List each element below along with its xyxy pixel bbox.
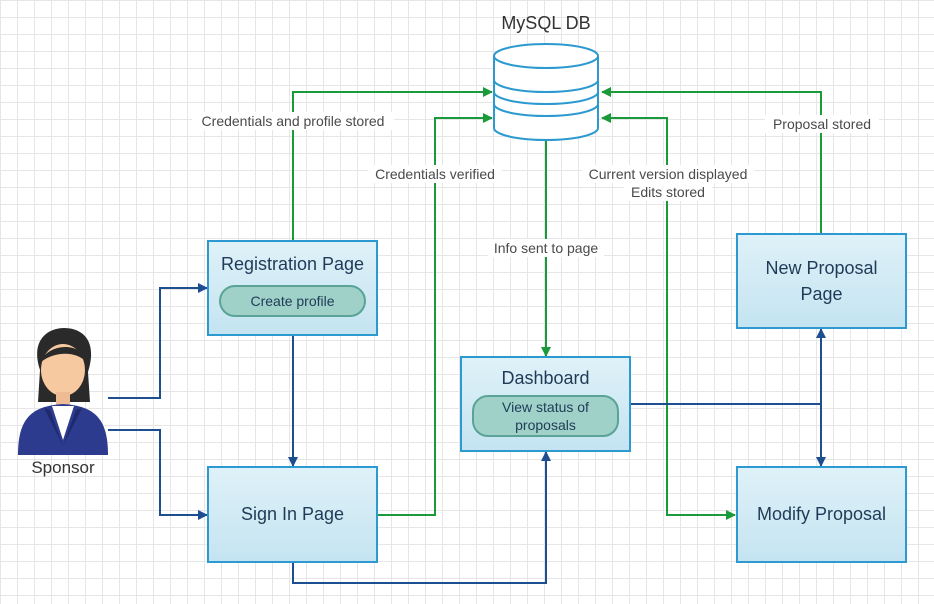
edge-label-current-version: Current version displayed <box>582 165 754 183</box>
edge-label-info-sent: Info sent to page <box>488 239 604 257</box>
new-proposal-page-title: New Proposal Page <box>765 258 878 304</box>
edge-signin-to-dashboard <box>292 451 551 584</box>
edge-sponsor-to-registration <box>108 283 208 399</box>
create-profile-button[interactable]: Create profile <box>219 285 366 317</box>
modify-proposal-box[interactable]: Modify Proposal <box>736 466 907 563</box>
sponsor-label: Sponsor <box>31 458 95 477</box>
edge-registration-to-db <box>292 87 493 240</box>
edge-label-credentials-profile: Credentials and profile stored <box>192 112 394 130</box>
edge-label-edits-stored: Edits stored <box>624 183 712 201</box>
edge-newproposal-to-db <box>601 87 822 233</box>
dashboard-title: Dashboard <box>501 368 590 388</box>
edge-sponsor-to-signin <box>108 429 208 520</box>
db-label: MySQL DB <box>501 13 591 33</box>
sign-in-page-box[interactable]: Sign In Page <box>207 466 378 563</box>
sponsor-avatar-icon <box>18 328 108 455</box>
new-proposal-page-box[interactable]: New Proposal Page <box>736 233 907 329</box>
registration-page-box[interactable]: Registration Page Create profile <box>207 240 378 336</box>
registration-page-title: Registration Page <box>220 254 365 274</box>
modify-proposal-title: Modify Proposal <box>756 504 887 524</box>
edge-label-proposal-stored: Proposal stored <box>765 115 879 133</box>
edge-label-credentials-verified: Credentials verified <box>368 165 502 183</box>
database-icon <box>493 43 599 141</box>
view-status-button[interactable]: View status of proposals <box>472 395 619 437</box>
sign-in-page-title: Sign In Page <box>240 504 345 524</box>
edge-signin-to-db <box>378 113 493 516</box>
dashboard-box[interactable]: Dashboard View status of proposals <box>460 356 631 452</box>
